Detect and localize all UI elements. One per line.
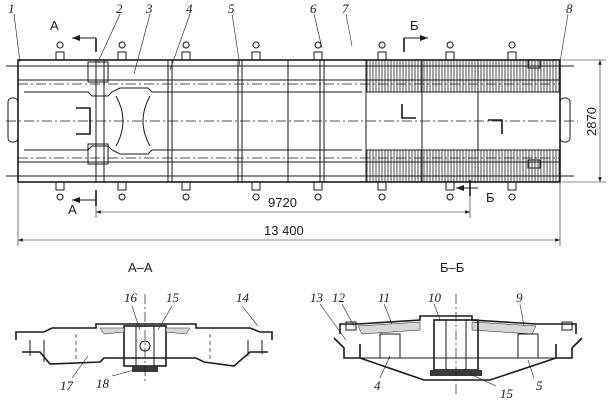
callout-15-a: 15: [166, 290, 180, 305]
callout-11: 11: [378, 290, 390, 305]
deck-slats-lower: [365, 149, 561, 183]
callout-16: 16: [124, 290, 138, 305]
plan-view: 1 2 3 4 5 6 7 8 А А Б Б 2870 9720: [6, 1, 606, 246]
callout-7: 7: [342, 1, 349, 16]
dim-inner: 9720: [268, 195, 297, 210]
callout-18: 18: [96, 376, 110, 391]
bottom-lugs: [55, 182, 517, 201]
top-lugs: [55, 41, 517, 60]
callout-5-b: 5: [536, 378, 543, 393]
callout-12: 12: [332, 290, 346, 305]
callout-6: 6: [310, 1, 317, 16]
section-mark-b-bottom: Б: [486, 190, 495, 205]
deck-slats-upper: [365, 59, 561, 93]
callout-10: 10: [428, 290, 442, 305]
dim-total: 13 400: [264, 223, 304, 238]
callout-15-b: 15: [500, 386, 514, 401]
section-a-view: А–А 16 15 14 17 18: [15, 260, 273, 393]
callout-3: 3: [145, 1, 153, 16]
dim-width: 2870: [584, 107, 599, 136]
section-mark-b-top: Б: [410, 18, 419, 33]
section-a-title: А–А: [128, 260, 153, 275]
section-mark-a-top: А: [50, 18, 59, 33]
callout-2: 2: [116, 1, 123, 16]
callout-9: 9: [516, 290, 523, 305]
callout-4: 4: [186, 1, 193, 16]
callout-4-b: 4: [374, 378, 381, 393]
callout-13: 13: [310, 290, 324, 305]
section-mark-a-bottom: А: [68, 202, 77, 217]
callout-14: 14: [236, 290, 250, 305]
callout-17: 17: [60, 378, 74, 393]
callout-8: 8: [566, 1, 573, 16]
callout-5: 5: [228, 1, 235, 16]
section-b-view: Б–Б 13 12 11 10 9 4: [310, 260, 583, 401]
callout-1: 1: [8, 1, 15, 16]
section-b-title: Б–Б: [440, 260, 464, 275]
